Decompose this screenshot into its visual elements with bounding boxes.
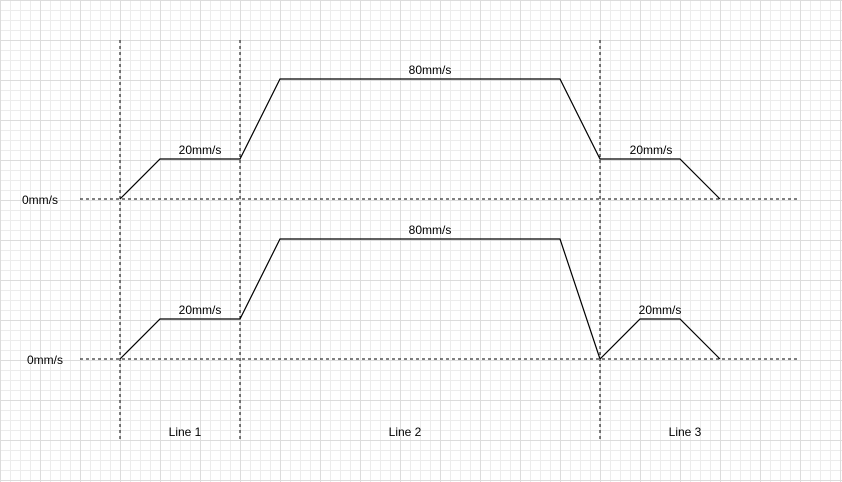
bottom-line-3-speed-label: 20mm/s [639,303,682,317]
line-2-label: Line 2 [389,425,422,439]
top-line-1-speed-label: 20mm/s [179,143,222,157]
line-1-label: Line 1 [169,425,202,439]
baseline-top-label: 0mm/s [22,193,58,207]
bottom-line-1-speed-label: 20mm/s [179,303,222,317]
top-line-2-speed-label: 80mm/s [409,63,452,77]
baseline-bottom-label: 0mm/s [27,353,63,367]
velocity-profile-bottom [119,238,721,361]
bottom-line-2-speed-label: 80mm/s [409,223,452,237]
top-line-3-speed-label: 20mm/s [630,143,673,157]
line-3-label: Line 3 [669,425,702,439]
velocity-profile-top [119,78,721,200]
